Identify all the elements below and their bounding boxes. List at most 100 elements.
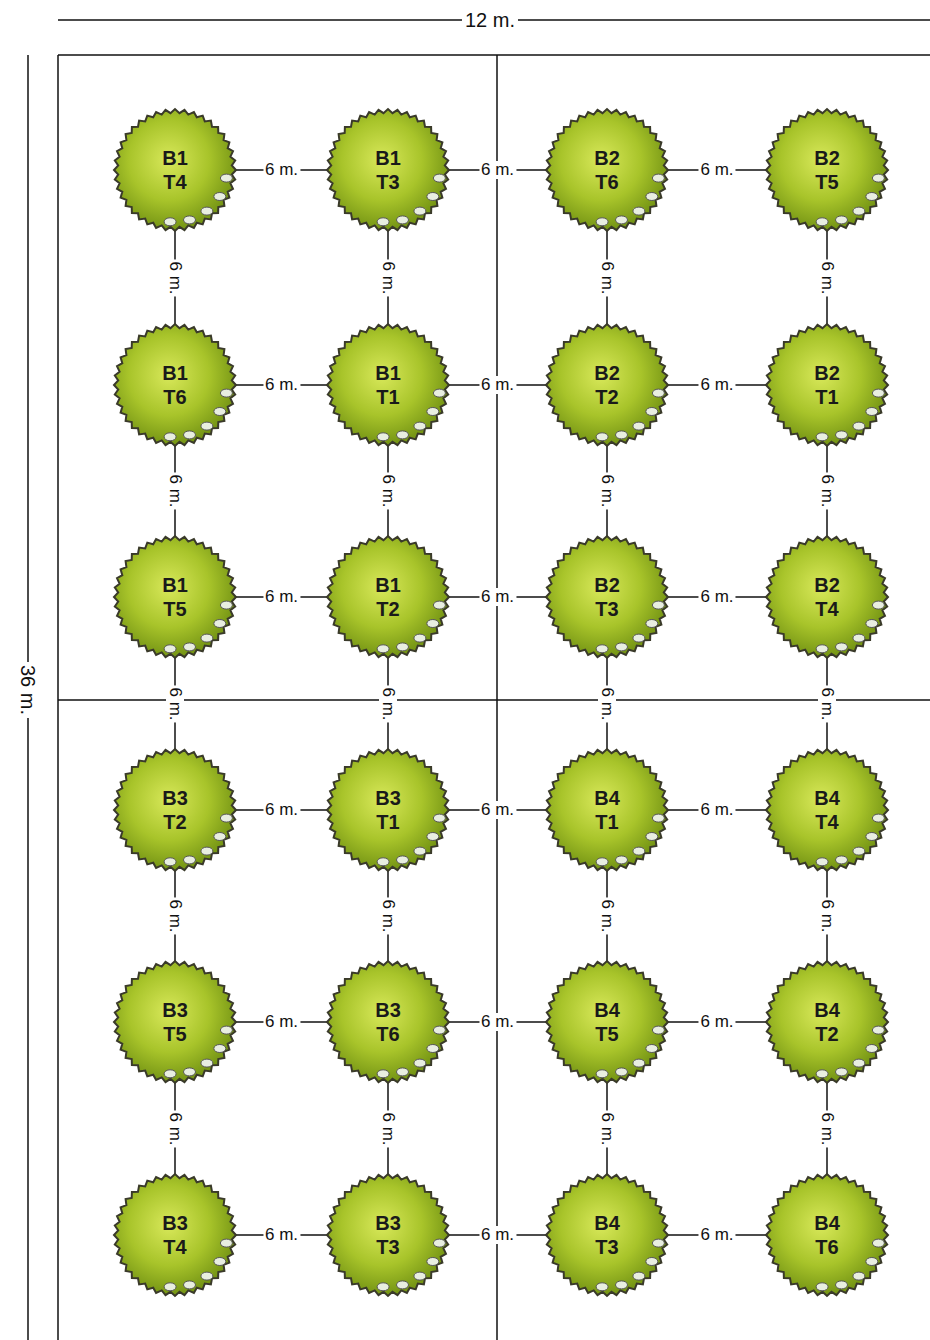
block-code: B4 bbox=[594, 786, 620, 810]
tree-label: B3T1 bbox=[323, 745, 453, 875]
tree-circle: B2T5 bbox=[762, 105, 892, 235]
tree-label: B3T4 bbox=[110, 1170, 240, 1300]
tree-crown bbox=[762, 532, 892, 662]
plot-border bbox=[58, 54, 930, 56]
block-code: B4 bbox=[814, 1211, 840, 1235]
treatment-code: T6 bbox=[595, 170, 618, 194]
spacing-label: 6 m. bbox=[263, 376, 300, 394]
tree-circle: B4T3 bbox=[542, 1170, 672, 1300]
tree-circle: B3T1 bbox=[323, 745, 453, 875]
tree-label: B4T3 bbox=[542, 1170, 672, 1300]
spacing-label: 6 m. bbox=[479, 1013, 516, 1031]
block-code: B1 bbox=[375, 361, 401, 385]
spacing-label: 6 m. bbox=[479, 801, 516, 819]
spacing-label: 6 m. bbox=[698, 801, 735, 819]
tree-circle: B3T4 bbox=[110, 1170, 240, 1300]
block-code: B3 bbox=[375, 786, 401, 810]
tree-crown bbox=[542, 105, 672, 235]
tree-circle: B4T5 bbox=[542, 957, 672, 1087]
tree-circle: B1T2 bbox=[323, 532, 453, 662]
tree-label: B1T3 bbox=[323, 105, 453, 235]
treatment-code: T5 bbox=[815, 170, 838, 194]
tree-circle: B4T4 bbox=[762, 745, 892, 875]
tree-label: B4T5 bbox=[542, 957, 672, 1087]
spacing-label: 6 m. bbox=[479, 161, 516, 179]
spacing-label: 6 m. bbox=[263, 588, 300, 606]
spacing-label: 6 m. bbox=[598, 259, 616, 296]
block-code: B2 bbox=[594, 573, 620, 597]
block-code: B3 bbox=[162, 1211, 188, 1235]
tree-crown bbox=[542, 320, 672, 450]
tree-crown bbox=[762, 1170, 892, 1300]
spacing-label: 6 m. bbox=[818, 259, 836, 296]
block-code: B2 bbox=[594, 146, 620, 170]
treatment-code: T3 bbox=[595, 1235, 618, 1259]
spacing-label: 6 m. bbox=[698, 588, 735, 606]
tree-label: B2T2 bbox=[542, 320, 672, 450]
tree-circle: B3T6 bbox=[323, 957, 453, 1087]
tree-label: B3T3 bbox=[323, 1170, 453, 1300]
treatment-code: T3 bbox=[376, 170, 399, 194]
treatment-code: T2 bbox=[376, 597, 399, 621]
tree-circle: B2T1 bbox=[762, 320, 892, 450]
spacing-label: 6 m. bbox=[379, 1110, 397, 1147]
tree-crown bbox=[110, 957, 240, 1087]
treatment-code: T1 bbox=[376, 385, 399, 409]
block-code: B3 bbox=[375, 1211, 401, 1235]
tree-circle: B4T1 bbox=[542, 745, 672, 875]
tree-crown bbox=[542, 745, 672, 875]
block-code: B4 bbox=[594, 998, 620, 1022]
spacing-label: 6 m. bbox=[166, 685, 184, 722]
treatment-code: T4 bbox=[163, 1235, 186, 1259]
tree-crown bbox=[762, 320, 892, 450]
spacing-label: 6 m. bbox=[479, 588, 516, 606]
spacing-label: 6 m. bbox=[598, 897, 616, 934]
block-code: B2 bbox=[814, 573, 840, 597]
spacing-label: 6 m. bbox=[166, 897, 184, 934]
spacing-label: 6 m. bbox=[818, 472, 836, 509]
spacing-label: 6 m. bbox=[379, 685, 397, 722]
tree-circle: B1T1 bbox=[323, 320, 453, 450]
tree-label: B4T2 bbox=[762, 957, 892, 1087]
treatment-code: T6 bbox=[163, 385, 186, 409]
spacing-label: 6 m. bbox=[698, 1013, 735, 1031]
tree-circle: B3T2 bbox=[110, 745, 240, 875]
tree-circle: B4T2 bbox=[762, 957, 892, 1087]
tree-label: B2T4 bbox=[762, 532, 892, 662]
block-code: B3 bbox=[375, 998, 401, 1022]
spacing-label: 6 m. bbox=[598, 1110, 616, 1147]
tree-label: B4T6 bbox=[762, 1170, 892, 1300]
tree-crown bbox=[110, 745, 240, 875]
tree-crown bbox=[110, 1170, 240, 1300]
spacing-label: 6 m. bbox=[479, 376, 516, 394]
tree-label: B1T5 bbox=[110, 532, 240, 662]
block-code: B4 bbox=[594, 1211, 620, 1235]
tree-crown bbox=[323, 105, 453, 235]
tree-label: B1T2 bbox=[323, 532, 453, 662]
block-code: B4 bbox=[814, 998, 840, 1022]
block-code: B1 bbox=[375, 573, 401, 597]
tree-label: B2T1 bbox=[762, 320, 892, 450]
tree-circle: B2T4 bbox=[762, 532, 892, 662]
tree-circle: B2T2 bbox=[542, 320, 672, 450]
plot-border bbox=[57, 55, 59, 1340]
tree-crown bbox=[110, 320, 240, 450]
spacing-label: 6 m. bbox=[263, 1226, 300, 1244]
spacing-label: 6 m. bbox=[263, 1013, 300, 1031]
tree-circle: B1T3 bbox=[323, 105, 453, 235]
dimension-label: 12 m. bbox=[462, 9, 518, 31]
tree-circle: B2T3 bbox=[542, 532, 672, 662]
tree-crown bbox=[110, 532, 240, 662]
block-code: B1 bbox=[162, 361, 188, 385]
tree-label: B3T2 bbox=[110, 745, 240, 875]
spacing-label: 6 m. bbox=[818, 897, 836, 934]
spacing-label: 6 m. bbox=[379, 897, 397, 934]
treatment-code: T5 bbox=[163, 597, 186, 621]
treatment-code: T6 bbox=[815, 1235, 838, 1259]
tree-circle: B2T6 bbox=[542, 105, 672, 235]
tree-label: B3T6 bbox=[323, 957, 453, 1087]
treatment-code: T2 bbox=[815, 1022, 838, 1046]
spacing-label: 6 m. bbox=[263, 801, 300, 819]
block-code: B1 bbox=[162, 146, 188, 170]
tree-label: B1T6 bbox=[110, 320, 240, 450]
